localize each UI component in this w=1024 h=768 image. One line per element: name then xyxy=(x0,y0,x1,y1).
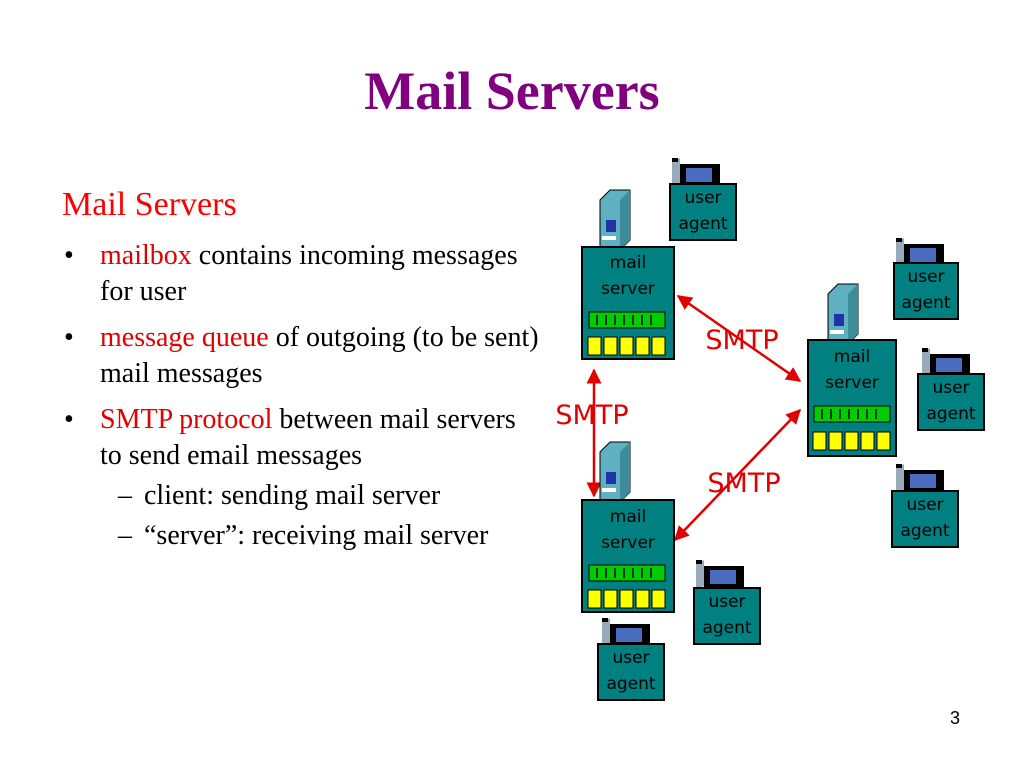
bullet-item: •message queue of outgoing (to be sent) … xyxy=(64,322,539,389)
user-agent-label: user xyxy=(612,648,649,668)
user-agent-label: user xyxy=(932,378,969,398)
computer-icon xyxy=(696,560,744,590)
mailbox-slots xyxy=(587,336,666,356)
slide-title: Mail Servers xyxy=(364,61,660,121)
mail-server-label: server xyxy=(601,279,655,299)
mail-server-label: mail xyxy=(610,253,646,273)
sub-bullet-text: “server”: receiving mail server xyxy=(144,520,489,551)
sub-bullet-list: –client: sending mail server –“server”: … xyxy=(100,478,542,554)
page-number: 3 xyxy=(950,708,961,728)
bullet-highlight: SMTP protocol xyxy=(100,404,273,435)
smtp-arrow xyxy=(673,408,802,542)
bullet-list: •mailbox contains incoming messages for … xyxy=(62,238,542,564)
mailbox-slots xyxy=(812,431,891,451)
sub-bullet-item: –“server”: receiving mail server xyxy=(118,520,489,551)
mail-server-label: mail xyxy=(834,347,870,367)
user-agent-label: user xyxy=(907,267,944,287)
mailbox-slots xyxy=(587,589,666,609)
user-agent: user agent xyxy=(893,238,959,320)
bullet-highlight: mailbox xyxy=(100,240,192,271)
slide-subheading: Mail Servers xyxy=(62,186,237,223)
mail-server: mail server xyxy=(581,189,675,360)
smtp-label: SMTP xyxy=(555,400,628,431)
bullet-item: •SMTP protocol between mail servers to s… xyxy=(62,402,542,554)
message-queue xyxy=(588,564,666,582)
user-agent: user agent xyxy=(597,618,665,701)
user-agent-label: agent xyxy=(678,214,727,234)
user-agent-label: agent xyxy=(606,674,655,694)
bullet-text: of outgoing (to be sent) mail messages xyxy=(100,322,539,389)
sub-bullet-item: –client: sending mail server xyxy=(118,480,441,511)
user-agent-label: user xyxy=(684,188,721,208)
mail-server-label: server xyxy=(825,373,879,393)
smtp-label: SMTP xyxy=(707,468,780,499)
message-queue xyxy=(813,405,891,423)
user-agent: user agent xyxy=(693,560,761,645)
smtp-arrow xyxy=(676,294,802,383)
mail-server-label: mail xyxy=(610,507,646,527)
computer-icon xyxy=(896,464,944,494)
user-agent-label: agent xyxy=(926,404,975,424)
user-agent: user agent xyxy=(917,348,985,431)
bullet-text: between mail servers to send email messa… xyxy=(100,404,516,471)
bullet-highlight: message queue xyxy=(100,322,269,353)
user-agent-label: agent xyxy=(901,293,950,313)
sub-bullet-text: client: sending mail server xyxy=(144,480,441,511)
mail-server: mail server xyxy=(807,283,897,457)
user-agent: user agent xyxy=(891,464,959,548)
message-queue xyxy=(588,311,666,329)
user-agent-label: user xyxy=(708,592,745,612)
smtp-label: SMTP xyxy=(705,325,778,356)
bullet-text: contains incoming messages for user xyxy=(100,240,518,307)
user-agent-label: agent xyxy=(702,618,751,638)
mail-server: mail server xyxy=(581,441,675,613)
user-agent: user agent xyxy=(669,158,737,241)
bullet-item: •mailbox contains incoming messages for … xyxy=(64,240,518,307)
user-agent-label: user xyxy=(906,495,943,515)
mail-server-label: server xyxy=(601,533,655,553)
user-agent-label: agent xyxy=(900,521,949,541)
